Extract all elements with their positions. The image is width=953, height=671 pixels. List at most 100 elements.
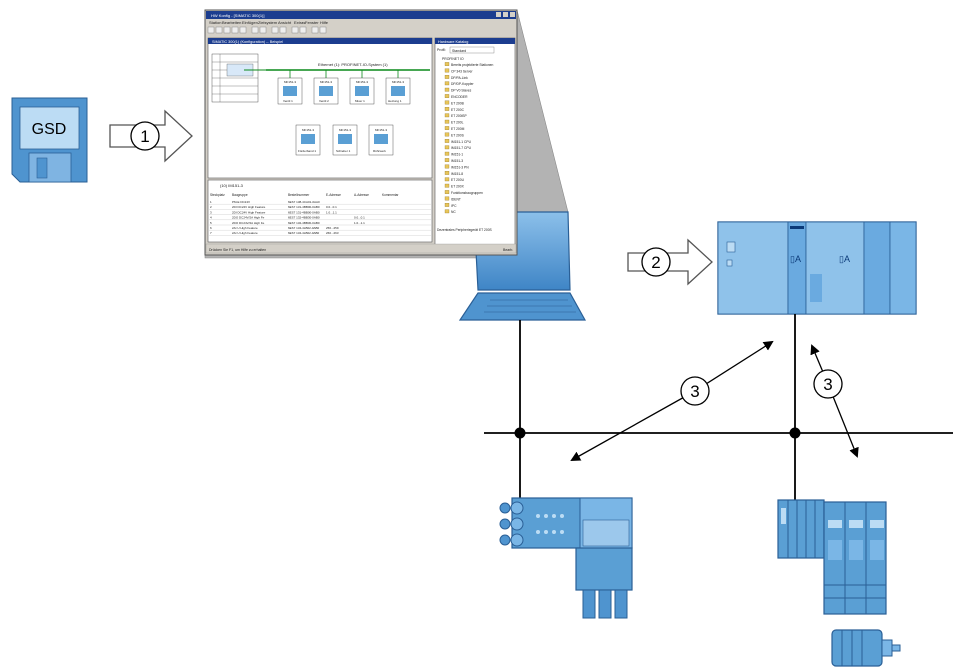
folder-icon xyxy=(444,151,450,156)
table-cell: 0.0...0.1 xyxy=(354,216,365,220)
device-icon-caption: Ventil 2 xyxy=(319,99,329,103)
catalog-item[interactable]: ET 200M xyxy=(451,127,465,131)
catalog-item[interactable]: IM151-3 xyxy=(451,159,463,163)
menu-item[interactable]: Bearbeiten xyxy=(222,20,241,25)
catalog-item[interactable]: IDENT xyxy=(451,197,461,201)
menu-item[interactable]: Hilfe xyxy=(320,20,329,25)
catalog-root[interactable]: PROFINET IO xyxy=(442,57,464,61)
hw-config-window: HW Konfig - [SIMATIC 300(1)] Station Bea… xyxy=(204,9,518,256)
device-icon-name: MF151-3 xyxy=(302,128,314,132)
table-column-header: Baugruppe xyxy=(232,193,248,197)
catalog-item[interactable]: ET 200iSP xyxy=(451,114,468,118)
gsd-floppy-icon: GSD xyxy=(11,97,88,183)
menu-item[interactable]: Einfügen xyxy=(242,20,258,25)
toolbar[interactable] xyxy=(207,26,327,34)
device-icon-caption: Schieber 1 xyxy=(336,149,351,153)
catalog-item[interactable]: NC xyxy=(451,210,456,214)
table-cell: 7 xyxy=(210,231,212,235)
menu-item[interactable]: Station xyxy=(209,20,221,25)
folder-icon xyxy=(444,190,450,194)
catalog-item[interactable]: CP 343 Server xyxy=(451,69,473,73)
table-cell: 2AI U High Feature xyxy=(232,231,258,235)
folder-icon xyxy=(444,177,450,182)
catalog-item[interactable]: ET 200X xyxy=(451,185,465,189)
folder-icon xyxy=(444,164,450,169)
hardware-catalog-panel[interactable]: Hardware Katalog Profil: Standard PROFIN… xyxy=(434,37,516,249)
table-cell: 6ES7 134-4LB02-0AB0 xyxy=(288,231,320,235)
menu-item[interactable]: Zielsystem xyxy=(258,20,278,25)
device-icon-name: MF151-3 xyxy=(320,80,332,84)
device-icon-caption: Heizung 1 xyxy=(388,99,402,103)
window-buttons[interactable] xyxy=(496,12,515,17)
table-cell: 3 xyxy=(210,210,212,214)
bus-label: Ethernet (1): PROFINET-IO-System (1) xyxy=(318,62,388,67)
catalog-item[interactable]: IM151-1 CPU xyxy=(451,140,472,144)
table-cell: 6ES7 131-4BB00-0AB0 xyxy=(288,205,320,209)
table-cell: 2AI U High Feature xyxy=(232,226,258,230)
catalog-item[interactable]: ET 200B xyxy=(451,101,465,105)
table-cell: 6ES7 131-4BB00-0AB0 xyxy=(288,210,320,214)
device-icon-caption: Rührwerk xyxy=(373,149,386,153)
catalog-item[interactable]: ET 200C xyxy=(451,108,465,112)
table-column-header: E-Adresse xyxy=(326,193,341,197)
menu-item[interactable]: Fenster xyxy=(305,20,319,25)
io-device-right xyxy=(777,499,887,615)
table-columns: Steckplatz Baugruppe Bestellnummer E-Adress… xyxy=(210,193,399,197)
io-device-left xyxy=(499,497,633,619)
table-column-header: Kommentar xyxy=(382,193,399,197)
plc-controller: ▯A ▯A xyxy=(717,221,917,315)
catalog-item[interactable]: DP/PA-Link xyxy=(451,76,468,80)
step-2-arrow: 2 xyxy=(627,238,713,286)
table-cell: 260...263 xyxy=(326,231,339,235)
catalog-item[interactable]: DP V0 Slaves xyxy=(451,89,472,93)
table-column-header: Steckplatz xyxy=(210,193,225,197)
table-column-header: A-Adresse xyxy=(354,193,369,197)
catalog-tree[interactable]: Bereits projektierte Stationen CP 343 Ser… xyxy=(444,62,493,214)
menu-item[interactable]: Ansicht xyxy=(278,20,292,25)
folder-icon xyxy=(444,196,450,201)
window-title: HW Konfig - [SIMATIC 300(1)] xyxy=(211,13,265,18)
catalog-item[interactable]: IPC xyxy=(451,204,457,208)
folder-icon xyxy=(444,171,450,175)
step-1-arrow: 1 xyxy=(109,109,193,163)
table-cell: 1.0...1.1 xyxy=(354,221,365,225)
table-cell: 256...259 xyxy=(326,226,339,230)
io-device-icons[interactable]: MF151-3 Ventil 1 MF151-3 Ventil 2 MF151-… xyxy=(277,70,411,156)
folder-icon xyxy=(444,183,450,188)
catalog-item[interactable]: ET 200S xyxy=(451,133,465,137)
menu-item[interactable]: Extras xyxy=(294,20,305,25)
catalog-item[interactable]: ENCODER xyxy=(451,95,468,99)
catalog-item[interactable]: Funktionsbaugruppen xyxy=(451,191,483,195)
table-cell: 1.0...1.1 xyxy=(326,210,337,214)
table-cell: PM-E DC24V xyxy=(232,200,250,204)
table-column-header: Bestellnummer xyxy=(288,193,310,197)
table-cell: 2DI DC24V High Feature xyxy=(232,210,266,214)
catalog-item[interactable]: IM151-3 PN xyxy=(451,165,469,169)
catalog-item[interactable]: IM151-7 CPU xyxy=(451,146,472,150)
station-window-title: SIMATIC 300(1) (Konfiguration) -- Beispi… xyxy=(212,40,283,44)
catalog-profile-value: Standard xyxy=(452,49,466,53)
table-cell: 6ES7 138-4CA01-0AA0 xyxy=(288,200,320,204)
catalog-item[interactable]: ET 200L xyxy=(451,121,464,125)
motor-icon xyxy=(831,629,901,667)
rack xyxy=(211,53,259,103)
catalog-profile-select[interactable] xyxy=(449,46,495,54)
table-cell: 2DO DC24V/2A High Fe xyxy=(232,216,265,220)
folder-icon xyxy=(444,119,450,124)
catalog-item[interactable]: DP/DP-Koppler xyxy=(451,82,474,86)
folder-icon xyxy=(444,132,450,137)
device-icon-name: MF151-3 xyxy=(392,80,404,84)
catalog-item[interactable]: ET 200U xyxy=(451,178,465,182)
catalog-item[interactable]: Bereits projektierte Stationen xyxy=(451,63,493,67)
catalog-item[interactable]: IM151-8 xyxy=(451,172,463,176)
folder-icon xyxy=(444,139,450,143)
folder-icon xyxy=(444,126,450,130)
status-bar xyxy=(205,243,517,254)
menu-bar[interactable]: Station Bearbeiten Einfügen Zielsystem A… xyxy=(209,20,329,25)
catalog-item[interactable]: IM151-1 xyxy=(451,153,463,157)
device-icon-caption: Mixer 1 xyxy=(355,99,365,103)
network-lines xyxy=(484,314,953,510)
table-cell: 6ES7 132-4BB30-0AB0 xyxy=(288,221,320,225)
